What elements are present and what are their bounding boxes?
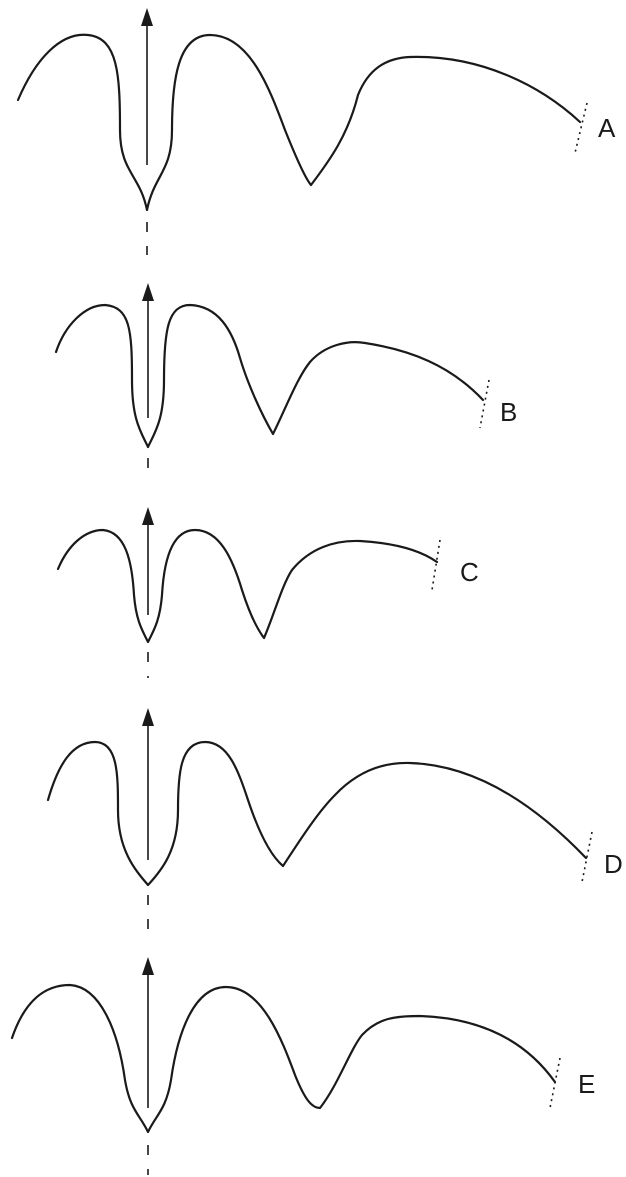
profile-a-label: A xyxy=(598,113,616,143)
profile-a: A xyxy=(16,8,616,255)
profile-a-cut-mark xyxy=(574,102,588,154)
profile-d-cut-mark xyxy=(581,831,593,883)
profile-b-label: B xyxy=(500,397,517,427)
profile-e-cut-mark xyxy=(549,1057,561,1109)
profile-c: C xyxy=(56,507,479,678)
profile-a-curve xyxy=(16,33,582,212)
profile-e: E xyxy=(10,957,595,1175)
profile-b: B xyxy=(54,283,517,472)
profile-b-curve xyxy=(54,303,485,449)
profile-b-cut-mark xyxy=(479,379,490,429)
profile-a-arrow-head xyxy=(141,8,153,26)
profile-c-label: C xyxy=(460,557,479,587)
profile-c-arrow-head xyxy=(142,507,154,525)
profile-d-curve xyxy=(46,740,588,887)
profile-e-arrow-head xyxy=(142,957,154,975)
profile-e-label: E xyxy=(578,1069,595,1099)
profile-d: D xyxy=(46,708,623,935)
profile-e-curve xyxy=(10,983,557,1134)
profile-c-curve xyxy=(56,528,439,644)
profile-d-label: D xyxy=(604,849,623,879)
profile-d-arrow-head xyxy=(142,708,154,726)
profile-b-arrow-head xyxy=(142,283,154,301)
profile-c-cut-mark xyxy=(431,539,441,591)
